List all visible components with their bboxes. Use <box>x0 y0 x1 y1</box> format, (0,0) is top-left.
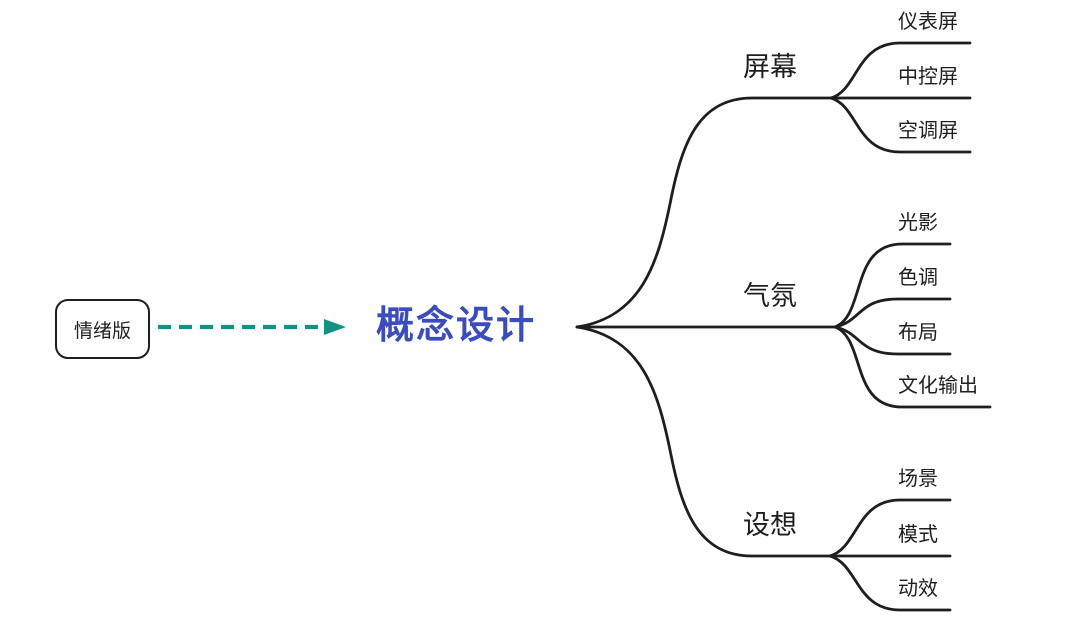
connector-vision-child-3 <box>828 554 952 612</box>
node-color-tone[interactable]: 色调 <box>898 267 938 289</box>
node-scene[interactable]: 场景 <box>898 468 938 490</box>
node-screen[interactable]: 屏幕 <box>743 52 797 82</box>
connector-vision-child-1 <box>828 498 952 558</box>
node-instrument-screen[interactable]: 仪表屏 <box>898 11 958 33</box>
connector-ambience-child-2 <box>833 297 952 329</box>
node-center-control-screen[interactable]: 中控屏 <box>898 66 958 88</box>
dashed-arrow <box>158 319 346 335</box>
node-layout[interactable]: 布局 <box>898 322 938 344</box>
node-cultural-output[interactable]: 文化输出 <box>898 375 978 397</box>
node-ambience[interactable]: 气氛 <box>743 281 797 311</box>
node-mode[interactable]: 模式 <box>898 524 938 546</box>
connector-screen-child-1 <box>829 41 972 100</box>
arrow-head-icon <box>324 319 346 335</box>
connector-screen-child-3 <box>829 96 972 154</box>
node-concept-design[interactable]: 概念设计 <box>376 305 537 347</box>
node-light-shadow[interactable]: 光影 <box>898 212 938 234</box>
node-mood-board[interactable]: 情绪版 <box>55 299 150 359</box>
node-vision[interactable]: 设想 <box>743 510 797 540</box>
node-mood-board-label: 情绪版 <box>73 320 131 342</box>
connector-root-to-screen <box>575 96 833 329</box>
connector-ambience-child-1 <box>833 242 952 329</box>
node-ac-screen[interactable]: 空调屏 <box>898 120 958 142</box>
connector-ambience-child-4 <box>833 325 992 409</box>
connector-root-to-vision <box>575 325 832 558</box>
node-motion-effect[interactable]: 动效 <box>898 578 938 600</box>
connector-ambience-child-3 <box>833 325 952 356</box>
